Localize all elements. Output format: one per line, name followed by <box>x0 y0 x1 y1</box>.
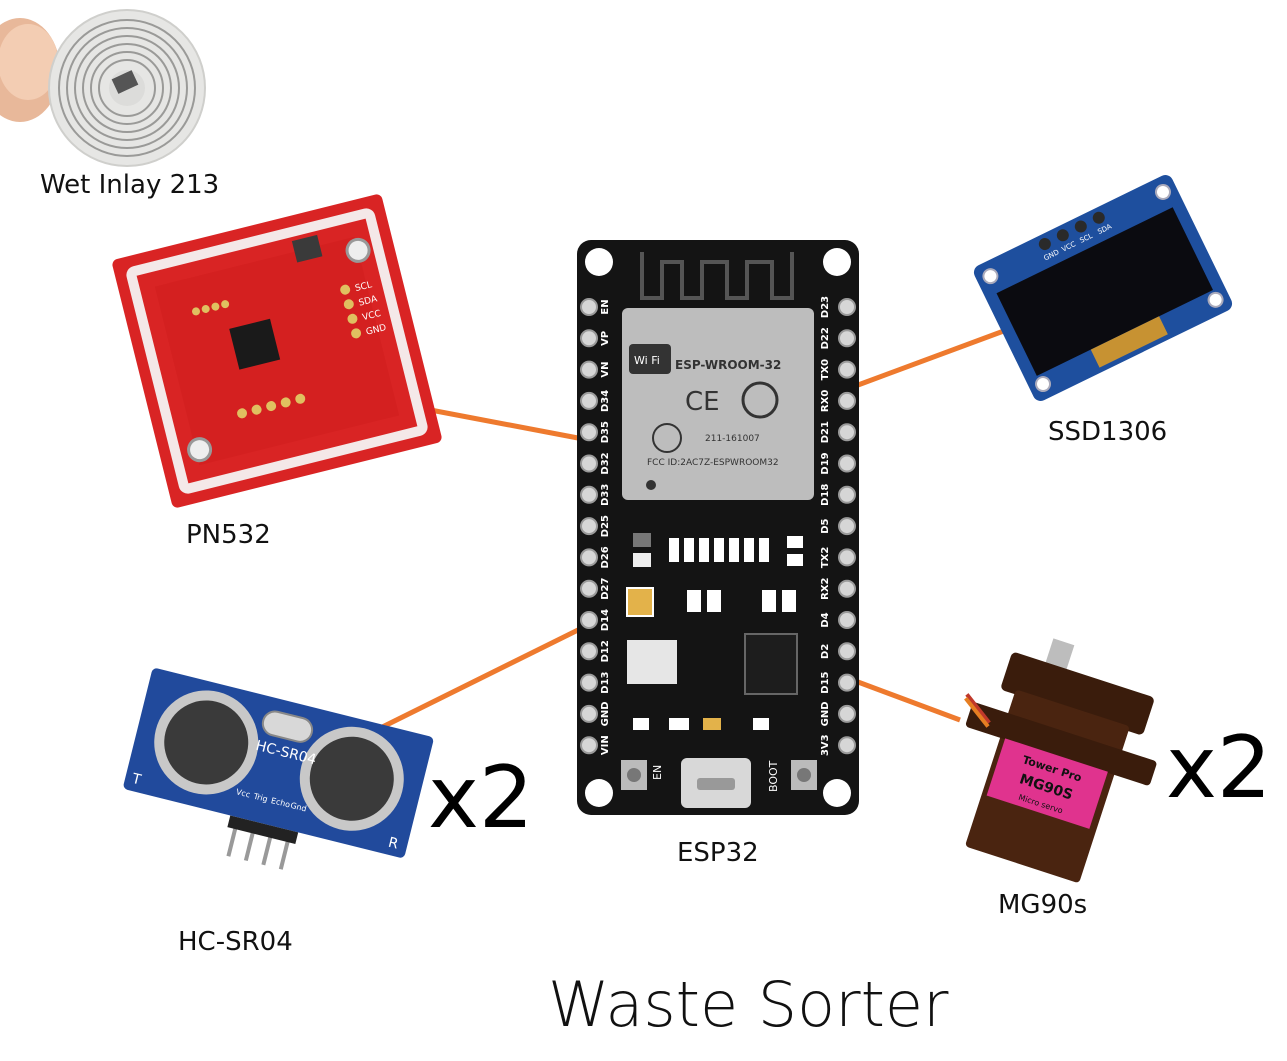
esp32-right-pin <box>838 548 856 567</box>
esp32-left-pin-label: D26 <box>600 546 611 568</box>
esp32-right-pin <box>838 704 856 723</box>
wire-pn532-esp32 <box>419 405 579 441</box>
esp32-left-pin <box>580 298 598 316</box>
pn532-board-image: SCL SDA VCC GND <box>112 194 442 508</box>
wire-mg90s-esp32 <box>857 679 961 723</box>
esp32-right-pin-label: D23 <box>820 296 831 318</box>
esp32-right-pin-label: D18 <box>820 484 831 506</box>
esp32-board-image: Wi Fi ESP-WROOM-32 CE 211-161007 FCC ID:… <box>577 240 859 815</box>
esp32-right-pin-label: D21 <box>820 421 831 443</box>
esp32-left-pin <box>580 736 598 755</box>
esp32-left-pin <box>580 391 598 410</box>
esp32-left-pin-label: VP <box>600 331 611 346</box>
esp32-right-pin-label: D19 <box>820 452 831 474</box>
ssd1306-label: SSD1306 <box>1048 417 1168 447</box>
esp32-cert-number: 211-161007 <box>705 434 760 444</box>
esp32-fcc-id: FCC ID:2AC7Z-ESPWROOM32 <box>647 458 779 468</box>
esp32-left-pin <box>580 329 598 348</box>
esp32-left-pin-label: D27 <box>600 578 611 600</box>
mg90s-servo-image: Tower Pro MG90S Micro servo <box>964 638 1157 883</box>
esp32-label: ESP32 <box>677 838 759 868</box>
pn532-label: PN532 <box>186 520 271 550</box>
esp32-left-pin <box>580 548 598 567</box>
esp32-ce-mark: CE <box>685 387 720 417</box>
esp32-left-pin-label: GND <box>600 701 611 726</box>
esp32-left-pin-label: D32 <box>600 452 611 474</box>
esp32-right-pin-label: RX2 <box>820 577 831 599</box>
esp32-boot-button: BOOT <box>767 760 780 792</box>
esp32-left-pin-label: D14 <box>600 609 611 631</box>
esp32-right-pin-label: TX2 <box>820 547 831 569</box>
esp32-wifi-mark: Wi Fi <box>634 354 660 367</box>
esp32-right-pin-label: D22 <box>820 327 831 349</box>
esp32-right-pin-label: D2 <box>820 644 831 659</box>
esp32-right-pin <box>838 673 856 692</box>
esp32-left-pin <box>580 704 598 723</box>
esp32-right-pin <box>838 298 856 316</box>
pn532-pin-sda: SDA <box>358 294 379 308</box>
esp32-left-pin-label: D25 <box>600 515 611 537</box>
wet-inlay-tag-image <box>0 9 206 167</box>
esp32-right-pin <box>838 485 856 504</box>
esp32-right-pin <box>838 642 856 661</box>
esp32-left-pin-label: VIN <box>600 735 611 755</box>
esp32-right-pin <box>838 329 856 348</box>
esp32-left-pin <box>580 454 598 473</box>
mg90s-multiplier: x2 <box>1166 718 1272 818</box>
esp32-right-pin-label: RX0 <box>820 390 831 412</box>
esp32-left-pin-label: VN <box>600 362 611 378</box>
esp32-left-pin-label: D33 <box>600 484 611 506</box>
hcsr04-label: HC-SR04 <box>178 927 293 957</box>
esp32-left-pin-label: D13 <box>600 671 611 693</box>
esp32-right-pin <box>838 517 856 536</box>
esp32-left-pin-label: D35 <box>600 421 611 443</box>
esp32-left-pin <box>580 642 598 661</box>
hcsr04-multiplier: x2 <box>428 748 534 848</box>
diagram-title: Waste Sorter <box>548 968 949 1041</box>
esp32-right-pin-label: D4 <box>820 612 831 627</box>
pn532-pin-gnd: GND <box>365 323 388 338</box>
esp32-module-name: ESP-WROOM-32 <box>675 358 781 372</box>
esp32-left-pin <box>580 485 598 504</box>
esp32-right-pin-label: D15 <box>820 671 831 693</box>
esp32-right-pin <box>838 454 856 473</box>
wire-ssd1306-esp32 <box>857 319 1029 388</box>
esp32-left-pin <box>580 673 598 692</box>
esp32-en-button: EN <box>651 765 664 780</box>
pn532-pin-scl: SCL <box>354 280 373 294</box>
esp32-left-pin <box>580 517 598 536</box>
esp32-right-pin <box>838 391 856 410</box>
hcsr04-pin-trig: Trig <box>252 791 269 803</box>
esp32-right-pin-label: TX0 <box>820 359 831 381</box>
ssd1306-oled-image: GND VCC SCL SDA <box>973 175 1233 401</box>
hcsr04-pin-gnd: Gnd <box>289 801 307 814</box>
esp32-right-pin-label: 3V3 <box>820 734 831 756</box>
esp32-left-pin <box>580 360 598 379</box>
esp32-left-pin <box>580 579 598 598</box>
esp32-right-pin <box>838 736 856 755</box>
esp32-right-pin <box>838 360 856 379</box>
wet-inlay-label: Wet Inlay 213 <box>40 170 220 200</box>
hcsr04-r-mark: R <box>387 835 401 853</box>
esp32-right-pin-label: GND <box>820 701 831 726</box>
hcsr04-t-mark: T <box>129 771 143 789</box>
hcsr04-sensor-image: HC-SR04 T R Vcc Trig Echo Gnd <box>123 668 434 870</box>
esp32-right-pin <box>838 423 856 442</box>
esp32-right-pin-label: D5 <box>820 518 831 533</box>
hcsr04-pin-vcc: Vcc <box>235 787 251 799</box>
esp32-left-pin-label: EN <box>600 299 611 314</box>
mg90s-label: MG90s <box>998 890 1088 920</box>
esp32-left-pin <box>580 423 598 442</box>
esp32-left-pin-label: D34 <box>600 390 611 412</box>
pn532-pin-vcc: VCC <box>361 309 382 323</box>
esp32-left-pin-label: D12 <box>600 640 611 662</box>
esp32-right-pin <box>838 611 856 629</box>
esp32-left-pin <box>580 611 598 629</box>
esp32-right-pin <box>838 579 856 598</box>
